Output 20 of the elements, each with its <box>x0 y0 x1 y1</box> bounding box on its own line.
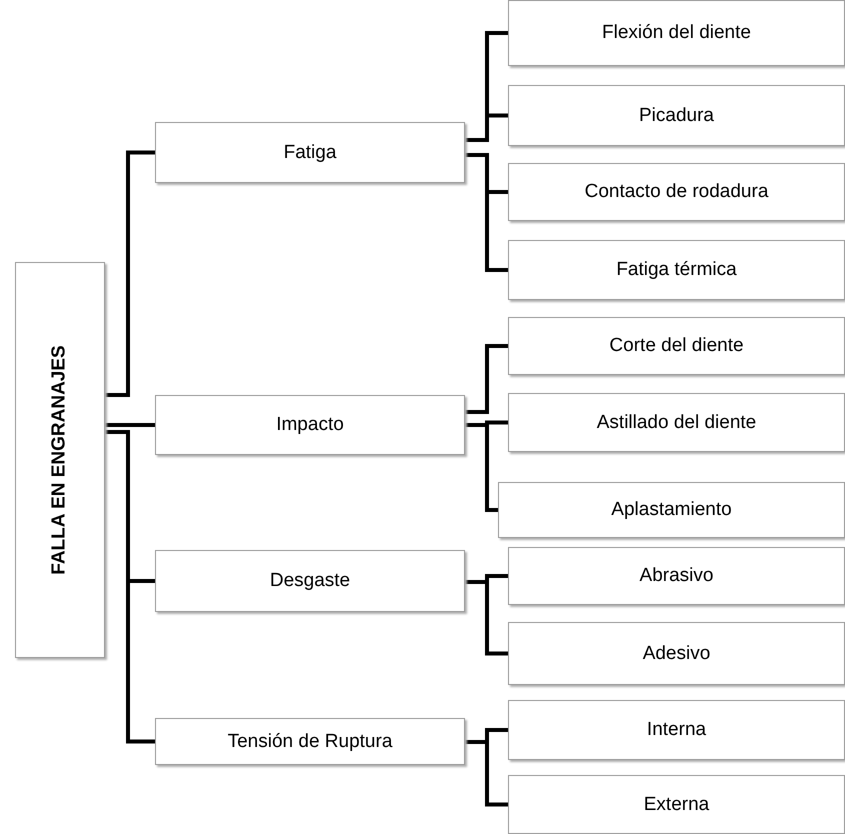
category-box: Abrasivo <box>508 547 845 605</box>
category-box: Adesivo <box>508 622 845 685</box>
category-box: Contacto de rodadura <box>508 163 845 221</box>
category-box: Desgaste <box>155 550 465 612</box>
category-box: Fatiga <box>155 122 465 183</box>
category-box: Tensión de Ruptura <box>155 718 465 765</box>
root-box: FALLA EN ENGRANAJES <box>15 262 105 658</box>
category-box: Picadura <box>508 85 845 146</box>
bracket-connector <box>105 150 155 397</box>
category-box: Fatiga térmica <box>508 240 845 300</box>
bracket-connector <box>465 344 508 414</box>
category-box: Externa <box>508 775 845 834</box>
category-box: Astillado del diente <box>508 393 845 452</box>
bracket-connector <box>105 423 155 427</box>
category-box: Corte del diente <box>508 317 845 375</box>
category-box: Aplastamiento <box>498 482 845 538</box>
category-box: Impacto <box>155 395 465 455</box>
category-box: Interna <box>508 700 845 760</box>
bracket-connector <box>105 430 155 744</box>
category-box: Flexión del diente <box>508 0 845 66</box>
